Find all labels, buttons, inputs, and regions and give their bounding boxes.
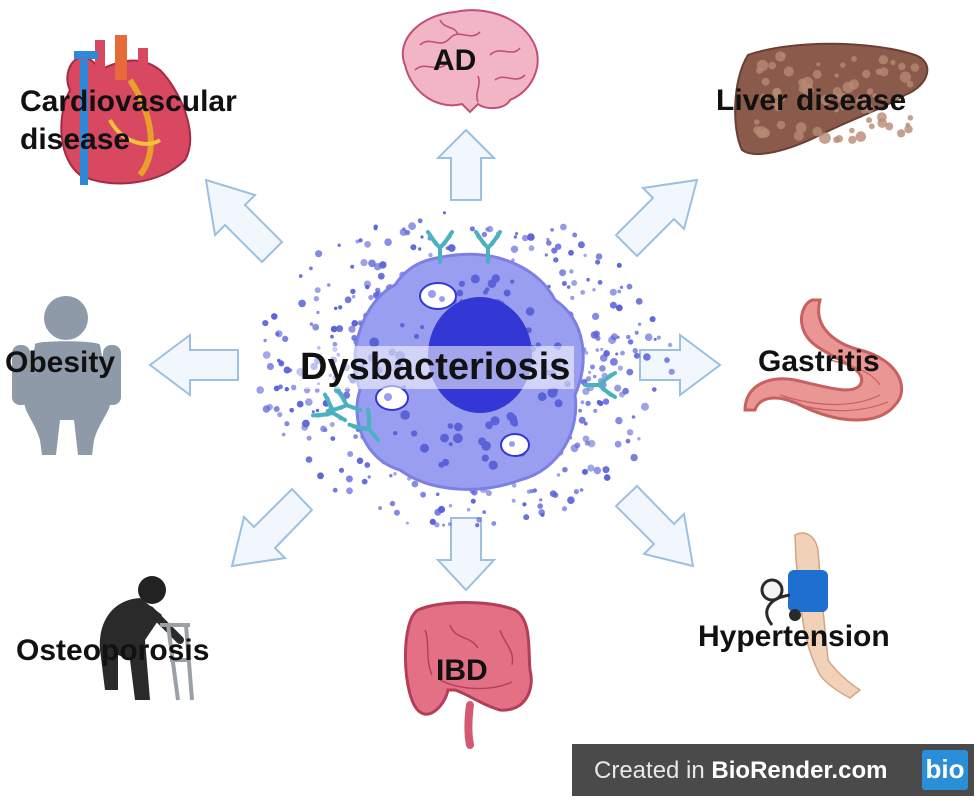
heart-icon <box>60 35 192 185</box>
label-ad: AD <box>433 44 477 77</box>
biorender-logo: bio <box>922 750 968 790</box>
stomach-icon <box>743 298 904 422</box>
label-gastritis: Gastritis <box>758 345 880 378</box>
arrow-downright <box>614 484 695 568</box>
liver-icon <box>734 42 929 156</box>
label-hypertension: Hypertension <box>698 620 890 653</box>
arrow-upleft <box>204 178 284 264</box>
label-dysbacteriosis: Dysbacteriosis <box>296 346 575 389</box>
biorender-badge: Created in BioRender.com bio <box>572 744 974 796</box>
arrow-right <box>639 333 722 397</box>
brain-icon <box>402 9 539 114</box>
elder-walker-icon <box>99 576 194 701</box>
label-cardiovascular-line1: Cardiovascular <box>20 85 237 118</box>
arrow-down <box>435 517 497 592</box>
label-liver-disease: Liver disease <box>716 84 907 117</box>
arm-blood-pressure-icon <box>760 532 862 699</box>
antibody-group <box>311 230 617 442</box>
badge-created-text: Created in <box>594 757 712 784</box>
label-ibd: IBD <box>436 654 488 687</box>
arrow-downleft <box>230 487 314 568</box>
person-icon <box>12 296 121 455</box>
arrow-upright <box>614 178 699 258</box>
badge-brand: BioRender.com <box>711 757 888 784</box>
arrow-left <box>148 333 239 397</box>
arrow-up <box>435 128 497 201</box>
label-cardiovascular-line2: disease <box>20 123 131 156</box>
label-osteoporosis: Osteoporosis <box>16 634 210 667</box>
intestine-icon <box>404 601 533 749</box>
label-obesity: Obesity <box>5 346 116 379</box>
